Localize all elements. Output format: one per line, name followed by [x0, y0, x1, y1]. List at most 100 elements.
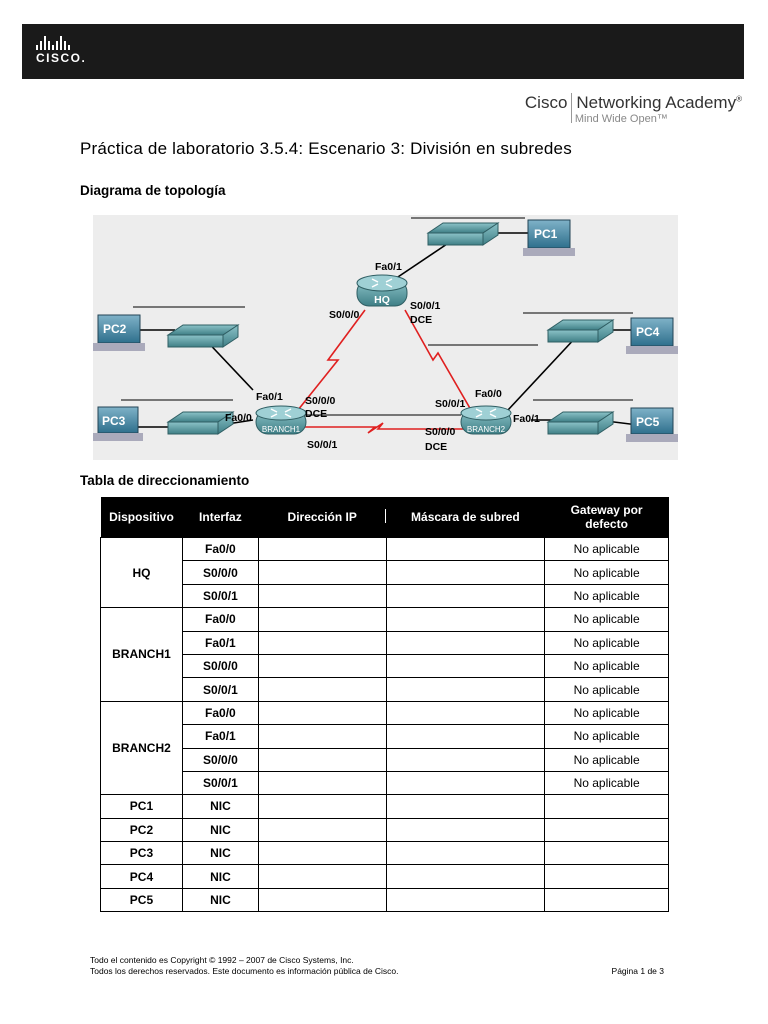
- topology-heading: Diagrama de topología: [80, 183, 226, 198]
- branch1-s000-label: S0/0/0: [305, 395, 336, 407]
- interface-cell: Fa0/0: [181, 536, 259, 562]
- header-mask: Máscara de subred: [386, 497, 545, 538]
- gateway-cell: No aplicable: [544, 653, 669, 679]
- header-bar: CISCO.: [22, 24, 744, 79]
- academy-name-1: Cisco: [524, 93, 568, 112]
- gateway-cell: [544, 817, 669, 843]
- gateway-cell: No aplicable: [544, 536, 669, 562]
- academy-name-2: Networking Academy: [576, 93, 737, 112]
- gateway-cell: No aplicable: [544, 583, 669, 609]
- ip-address-cell: [257, 653, 387, 679]
- branch1-s001-label: S0/0/1: [307, 439, 338, 451]
- gateway-cell: No aplicable: [544, 560, 669, 585]
- table-row: S0/0/0 No aplicable: [101, 653, 669, 679]
- ip-address-cell: [257, 677, 387, 702]
- branch2-dce-label: DCE: [425, 441, 447, 453]
- header-interface: Interfaz: [182, 497, 259, 538]
- hq-fa01-label: Fa0/1: [375, 261, 402, 273]
- interface-cell: NIC: [181, 841, 259, 866]
- branch1-fa00-label: Fa0/0: [225, 412, 252, 424]
- ip-address-cell: [257, 583, 387, 609]
- table-row: S0/0/1 No aplicable: [101, 677, 669, 702]
- branch2-s000-label: S0/0/0: [425, 426, 456, 438]
- hq-s001-label: S0/0/1: [410, 300, 441, 312]
- ip-address-cell: [257, 841, 387, 866]
- interface-cell: S0/0/1: [181, 677, 259, 702]
- gateway-cell: No aplicable: [544, 677, 669, 702]
- cisco-logo: CISCO.: [36, 36, 86, 65]
- pc5-icon: PC5: [626, 407, 678, 442]
- gateway-cell: [544, 887, 669, 913]
- switch-hq-icon: [426, 222, 500, 246]
- ip-address-cell: [257, 630, 387, 655]
- interface-cell: Fa0/1: [181, 630, 259, 655]
- branch1-label: BRANCH1: [262, 425, 301, 434]
- cisco-wordmark: CISCO.: [36, 51, 87, 65]
- branch2-s001-label: S0/0/1: [435, 398, 466, 410]
- header-ip: Dirección IP: [258, 497, 387, 538]
- pc1-label: PC1: [534, 227, 558, 241]
- subnet-mask-cell: [385, 841, 546, 866]
- subnet-mask-cell: [385, 700, 546, 726]
- hq-s000-label: S0/0/0: [329, 309, 360, 321]
- pc5-label: PC5: [636, 415, 660, 429]
- subnet-mask-cell: [385, 747, 546, 772]
- interface-cell: Fa0/0: [181, 607, 259, 632]
- device-cell: PC5: [100, 887, 183, 913]
- branch1-router-icon: BRANCH1: [255, 405, 307, 435]
- ip-address-cell: [257, 817, 387, 843]
- footer-line-2: Todos los derechos reservados. Este docu…: [90, 966, 399, 976]
- cisco-bars-icon: [36, 36, 86, 50]
- table-header-row: Dispositivo Interfaz Dirección IP Máscar…: [100, 497, 669, 538]
- interface-cell: S0/0/1: [181, 583, 259, 609]
- subnet-mask-cell: [385, 770, 546, 796]
- subnet-mask-cell: [385, 583, 546, 609]
- page-number: Página 1 de 3: [611, 966, 664, 976]
- subnet-mask-cell: [385, 724, 546, 749]
- device-cell: PC2: [100, 817, 183, 843]
- footer-copyright: Todo el contenido es Copyright © 1992 – …: [90, 955, 399, 977]
- device-cell: HQ: [100, 536, 183, 609]
- header-gateway: Gateway por defecto: [544, 497, 669, 538]
- device-cell: BRANCH1: [100, 607, 183, 702]
- branch2-fa01-label: Fa0/1: [513, 413, 540, 425]
- footer-line-1: Todo el contenido es Copyright © 1992 – …: [90, 955, 354, 965]
- branch2-fa00-label: Fa0/0: [475, 388, 502, 400]
- branch1-dce-label: DCE: [305, 408, 327, 420]
- subnet-mask-cell: [385, 653, 546, 679]
- device-cell: BRANCH2: [100, 700, 183, 796]
- gateway-cell: No aplicable: [544, 630, 669, 655]
- gateway-cell: [544, 864, 669, 889]
- academy-tagline: Mind Wide Open™: [574, 113, 668, 125]
- pc4-label: PC4: [636, 325, 660, 339]
- pc3-label: PC3: [102, 414, 126, 428]
- hq-router-icon: HQ: [356, 274, 408, 307]
- ip-address-cell: [257, 794, 387, 819]
- interface-cell: S0/0/0: [181, 653, 259, 679]
- ip-address-cell: [257, 770, 387, 796]
- hq-label: HQ: [374, 294, 390, 306]
- addressing-heading: Tabla de direccionamiento: [80, 473, 250, 488]
- registered-mark: ®: [736, 94, 742, 104]
- academy-brand: Cisco Networking Academy® Mind Wide Open™: [524, 93, 742, 125]
- ip-address-cell: [257, 607, 387, 632]
- table-row: S0/0/1 No aplicable: [101, 583, 669, 609]
- interface-cell: NIC: [181, 864, 259, 889]
- switch-branch2-lan2-icon: [546, 411, 615, 435]
- subnet-mask-cell: [385, 817, 546, 843]
- switch-branch1-lan2-icon: [166, 411, 235, 435]
- subnet-mask-cell: [385, 560, 546, 585]
- pc2-icon: PC2: [93, 314, 145, 351]
- table-row: Fa0/1 No aplicable: [101, 630, 669, 655]
- addressing-table: Dispositivo Interfaz Dirección IP Máscar…: [100, 497, 669, 913]
- gateway-cell: No aplicable: [544, 747, 669, 772]
- gateway-cell: No aplicable: [544, 724, 669, 749]
- subnet-mask-cell: [385, 607, 546, 632]
